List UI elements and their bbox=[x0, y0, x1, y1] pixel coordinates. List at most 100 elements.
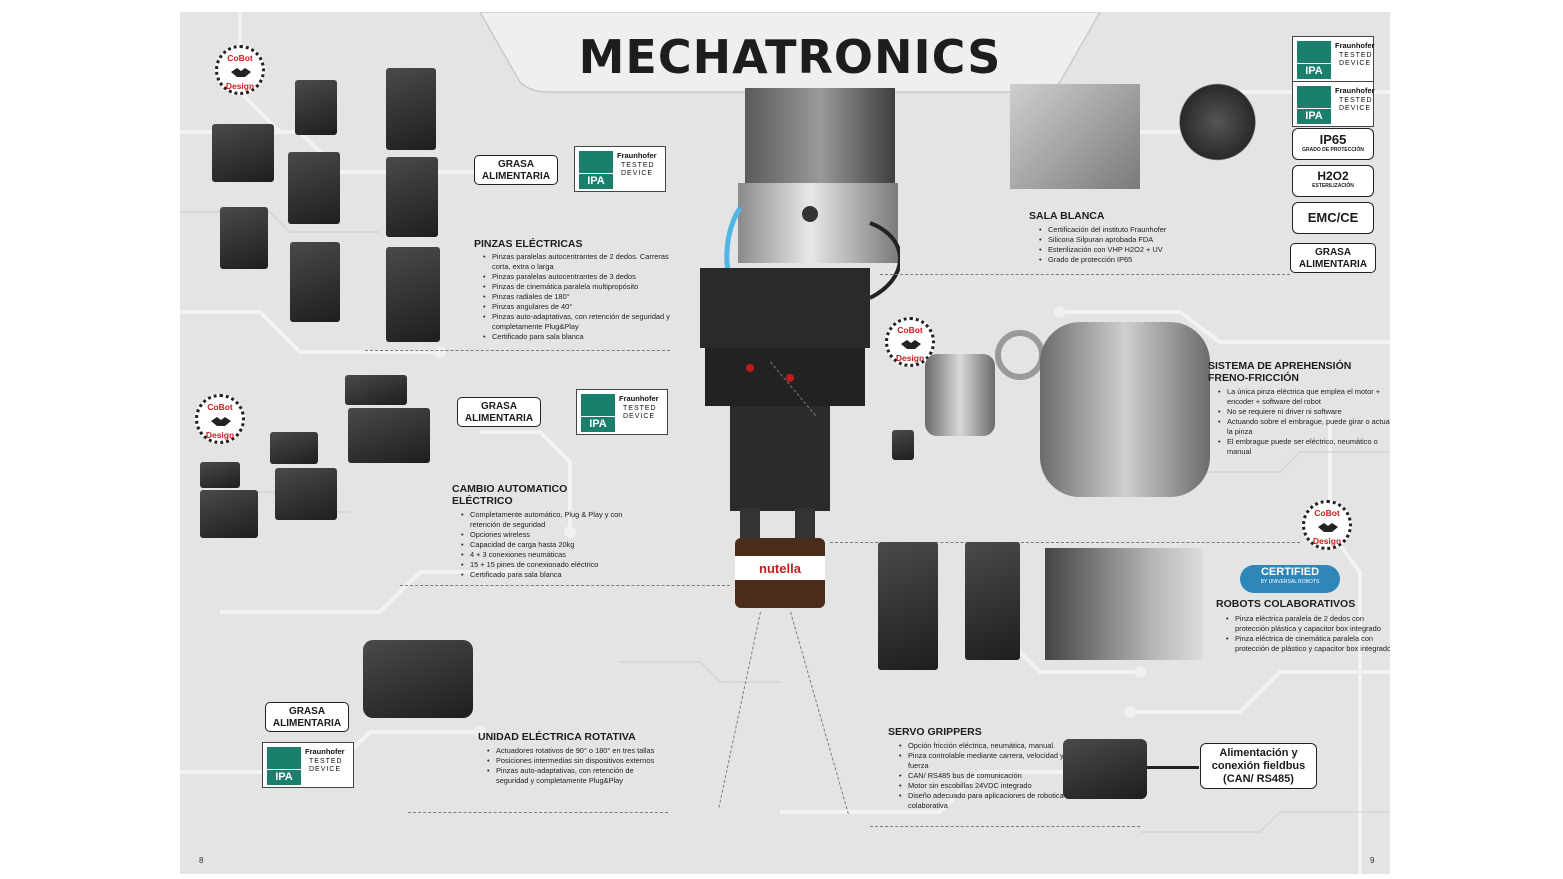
pinzas-bullet-item: Pinzas de cinemática paralela multipropó… bbox=[483, 282, 670, 292]
certified-ur-badge: CERTIFIED BY UNIVERSAL ROBOTS bbox=[1240, 565, 1340, 593]
sistema-list: La única pinza eléctrica que emplea el m… bbox=[1217, 387, 1390, 457]
gripper-product-2 bbox=[212, 124, 274, 182]
suction-gripper-product bbox=[1170, 82, 1265, 162]
pinzas-bullet-item: Pinzas paralelas autocentrantes de 2 ded… bbox=[483, 252, 670, 272]
cable bbox=[1147, 766, 1199, 769]
page-number-left: 8 bbox=[199, 856, 204, 865]
servo-bullet-item: Motor sin escobillas 24VDC integrado bbox=[899, 781, 1068, 791]
handshake-icon bbox=[901, 340, 921, 349]
gripper-product-5 bbox=[290, 242, 340, 322]
servo-bullet-item: Diseño adecuado para aplicaciones de rob… bbox=[899, 791, 1068, 811]
cambio-bullet-item: Completamente automático, Plug & Play y … bbox=[461, 510, 640, 530]
cambio-bullet-item: 15 + 15 pines de conexionado eléctrico bbox=[461, 560, 640, 570]
rotary-unit-product bbox=[363, 640, 473, 718]
servo-bullet-item: CAN/ RS485 bus de comunicación bbox=[899, 771, 1068, 781]
control-box-product bbox=[1063, 739, 1147, 799]
robot-arm-with-gripper: nutella bbox=[700, 88, 900, 608]
sala-bullet-item: Certificación del instituto Fraunhofer bbox=[1039, 225, 1248, 235]
gripper-product-7 bbox=[386, 157, 438, 237]
sistema-bullet-item: No se requiere ni driver ni software bbox=[1218, 407, 1390, 417]
clutch-ring-product bbox=[995, 330, 1045, 380]
pinzas-bullet-item: Pinzas paralelas autocentrantes de 3 ded… bbox=[483, 272, 670, 282]
robots-bullet-item: Pinza eléctrica de cinemática paralela c… bbox=[1226, 634, 1390, 654]
gripper-product-3 bbox=[288, 152, 340, 224]
page-title: MECHATRONICS bbox=[578, 30, 1002, 84]
cobot-design-logo: CoBot Design bbox=[1302, 500, 1352, 550]
leader-line bbox=[830, 542, 1300, 543]
page-number-right: 9 bbox=[1370, 856, 1375, 865]
pinzas-bullet-item: Pinzas radiales de 180° bbox=[483, 292, 670, 302]
sala-list: Certificación del instituto FraunhoferSi… bbox=[1038, 225, 1248, 265]
sistema-bullet-item: La única pinza eléctrica que emplea el m… bbox=[1218, 387, 1390, 407]
gripper-product-6 bbox=[386, 68, 436, 150]
servo-bullet-item: Pinza controlable mediante carrera, velo… bbox=[899, 751, 1068, 771]
cambio-bullet-item: Certificado para sala blanca bbox=[461, 570, 640, 580]
jar-label: nutella bbox=[759, 561, 802, 576]
tool-changer-product-5 bbox=[200, 462, 240, 488]
collaborative-robot-photo bbox=[1045, 548, 1203, 660]
leader-line bbox=[365, 350, 670, 351]
leader-line bbox=[880, 274, 1290, 275]
gripper-product-1 bbox=[295, 80, 337, 135]
gripper-product-8 bbox=[386, 247, 440, 342]
cobot-arm-photo bbox=[1040, 322, 1210, 497]
robots-bullet-item: Pinza eléctrica paralela de 2 dedos con … bbox=[1226, 614, 1390, 634]
cambio-bullet-item: Opciones wireless bbox=[461, 530, 640, 540]
gripper-product-4 bbox=[220, 207, 268, 269]
robots-title: ROBOTS COLABORATIVOS bbox=[1216, 598, 1356, 610]
sala-blanca-photo bbox=[1010, 84, 1140, 189]
cambio-bullet-item: 4 + 3 conexiones neumáticas bbox=[461, 550, 640, 560]
pinzas-bullet-item: Pinzas angulares de 40° bbox=[483, 302, 670, 312]
sala-title: SALA BLANCA bbox=[1029, 210, 1105, 222]
pinzas-bullet-item: Pinzas auto-adaptativas, con retención d… bbox=[483, 312, 670, 332]
cambio-list: Completamente automático, Plug & Play y … bbox=[460, 510, 640, 580]
cobot-design-logo: CoBot Design bbox=[885, 317, 935, 367]
sistema-bullet-item: Actuando sobre el embrague, puede girar … bbox=[1218, 417, 1390, 437]
sistema-bullet-item: El embrague puede ser eléctrico, neumáti… bbox=[1218, 437, 1390, 457]
unidad-title: UNIDAD ELÉCTRICA ROTATIVA bbox=[478, 731, 636, 743]
pinzas-title: PINZAS ELÉCTRICAS bbox=[474, 238, 583, 250]
handshake-icon bbox=[1318, 523, 1338, 532]
cambio-bullet-item: Capacidad de carga hasta 20kg bbox=[461, 540, 640, 550]
leader-line bbox=[870, 826, 1140, 827]
unidad-bullet-item: Actuadores rotativos de 90° o 180° en tr… bbox=[487, 746, 656, 756]
servo-gripper-product-2 bbox=[965, 542, 1020, 660]
tool-changer-product-1 bbox=[345, 375, 407, 405]
sala-bullet-item: Esterilización con VHP H2O2 + UV bbox=[1039, 245, 1248, 255]
robots-list: Pinza eléctrica paralela de 2 dedos con … bbox=[1225, 614, 1390, 654]
unidad-bullet-item: Pinzas auto-adaptativas, con retención d… bbox=[487, 766, 656, 786]
tool-changer-product-3 bbox=[270, 432, 318, 464]
tool-changer-product-4 bbox=[275, 468, 337, 520]
emc-ce-badge: EMC/CE bbox=[1292, 202, 1374, 234]
servo-bullet-item: Opción fricción eléctrica, neumática, ma… bbox=[899, 741, 1068, 751]
h2o2-badge: H2O2 ESTERILIZACIÓN bbox=[1292, 165, 1374, 197]
unidad-list: Actuadores rotativos de 90° o 180° en tr… bbox=[486, 746, 656, 786]
sala-bullet-item: Silicona Silpuran aprobada FDA bbox=[1039, 235, 1248, 245]
leader-line bbox=[400, 585, 730, 586]
handshake-icon bbox=[211, 417, 231, 426]
pinzas-list: Pinzas paralelas autocentrantes de 2 ded… bbox=[482, 252, 670, 342]
pinzas-bullet-item: Certificado para sala blanca bbox=[483, 332, 670, 342]
unidad-bullet-item: Posiciones intermedias sin dispositivos … bbox=[487, 756, 656, 766]
servo-list: Opción fricción eléctrica, neumática, ma… bbox=[898, 741, 1068, 811]
friction-gripper-product bbox=[925, 354, 995, 436]
small-module-product bbox=[892, 430, 914, 460]
handshake-icon bbox=[231, 68, 251, 77]
cobot-design-logo: CoBot Design bbox=[215, 45, 265, 95]
leader-line bbox=[408, 812, 668, 813]
servo-gripper-product-1 bbox=[878, 542, 938, 670]
cobot-design-logo: CoBot Design bbox=[195, 394, 245, 444]
tool-changer-product-6 bbox=[200, 490, 258, 538]
ip65-badge: IP65 GRADO DE PROTECCIÓN bbox=[1292, 128, 1374, 160]
